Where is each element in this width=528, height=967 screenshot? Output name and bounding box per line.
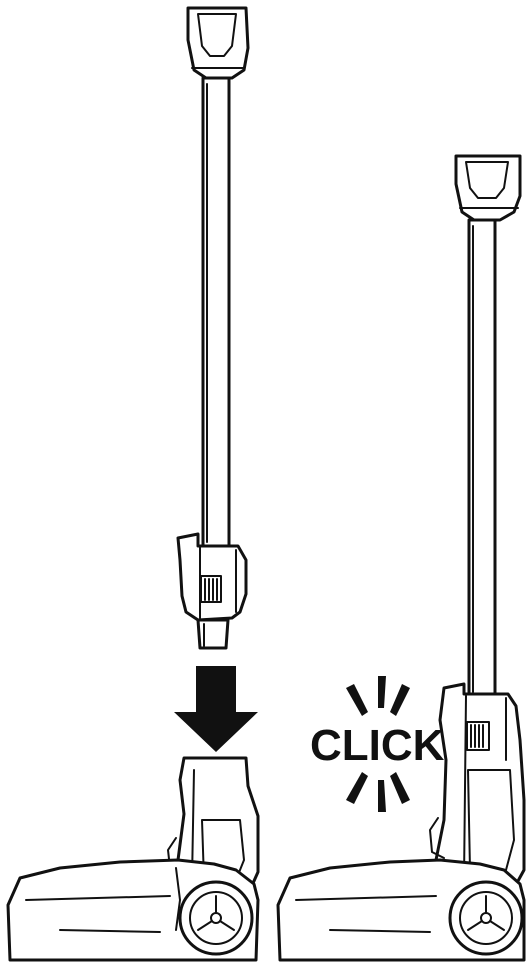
- left-floor-head-body: [8, 860, 258, 960]
- right-wand-tube: [469, 220, 495, 696]
- left-figure-wand-separate: [8, 8, 258, 960]
- left-floor-head-wheel: [180, 882, 252, 954]
- right-wand-top-connector: [456, 156, 520, 220]
- right-figure-wand-attached: [278, 156, 524, 960]
- click-label: CLICK: [310, 721, 445, 770]
- right-floor-head-wheel: [450, 882, 522, 954]
- right-floor-head-body: [278, 860, 524, 960]
- down-arrow-icon: [174, 666, 258, 752]
- left-wand-top-connector: [188, 8, 248, 78]
- left-wand-tube: [203, 78, 229, 546]
- left-wand-bottom-connector: [178, 534, 246, 648]
